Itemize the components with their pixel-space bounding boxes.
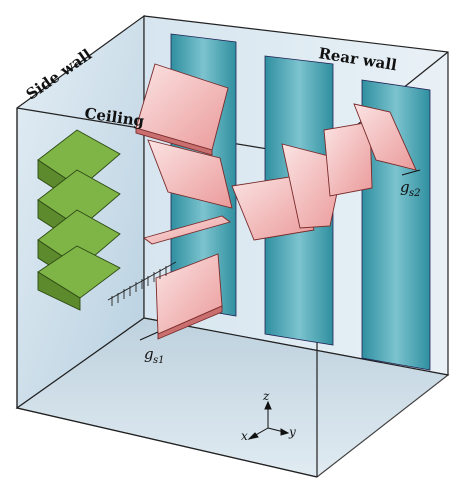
axis-z-label: z bbox=[262, 389, 270, 403]
reflector-thin bbox=[143, 215, 231, 245]
gs2-marker bbox=[401, 169, 421, 176]
bottom-front-edge bbox=[16, 407, 318, 478]
reflector-right-b bbox=[353, 103, 417, 171]
gs2-symbol: g bbox=[400, 178, 410, 196]
side-wall-diffuser bbox=[37, 129, 121, 311]
reflector-panels bbox=[135, 63, 417, 340]
gap-hatch-gs1 bbox=[107, 261, 177, 306]
gs1-marker bbox=[139, 331, 159, 341]
gs2-subscript: s2 bbox=[409, 188, 421, 199]
axis-y-label: y bbox=[288, 425, 296, 439]
coordinate-axes bbox=[247, 400, 290, 440]
reflector-right-a bbox=[323, 121, 373, 197]
reflector-mid-left bbox=[147, 139, 233, 209]
axis-x-label: x bbox=[241, 429, 248, 443]
gs1-symbol: g bbox=[144, 345, 154, 363]
gs1-subscript: s1 bbox=[153, 355, 165, 366]
